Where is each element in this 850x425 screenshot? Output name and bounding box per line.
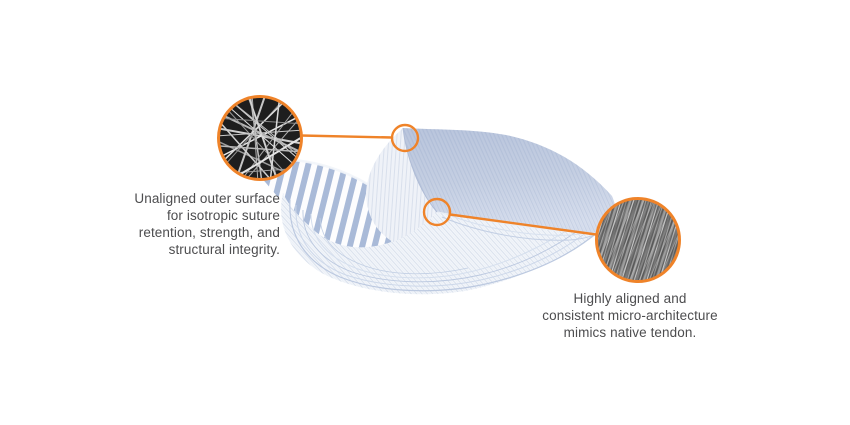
fold-left-face: [366, 128, 437, 242]
left-annotation-text: Unaligned outer surface for isotropic su…: [134, 191, 280, 257]
aligned-fibers-texture: [597, 199, 679, 281]
callout-line-unaligned: [299, 134, 394, 139]
right-annotation-text: Highly aligned and consistent micro-arch…: [542, 291, 718, 340]
callout-line-aligned: [448, 213, 598, 236]
callout-ring-peak: [390, 123, 420, 153]
unaligned-inset-border: [217, 95, 303, 181]
aligned-micrograph-inset: [595, 197, 681, 283]
callouts: [299, 123, 598, 236]
unaligned-micrograph-inset: [217, 95, 303, 181]
scaffold-material: [246, 127, 616, 295]
callout-ring-fold: [422, 197, 452, 227]
aligned-inset-border: [595, 197, 681, 283]
